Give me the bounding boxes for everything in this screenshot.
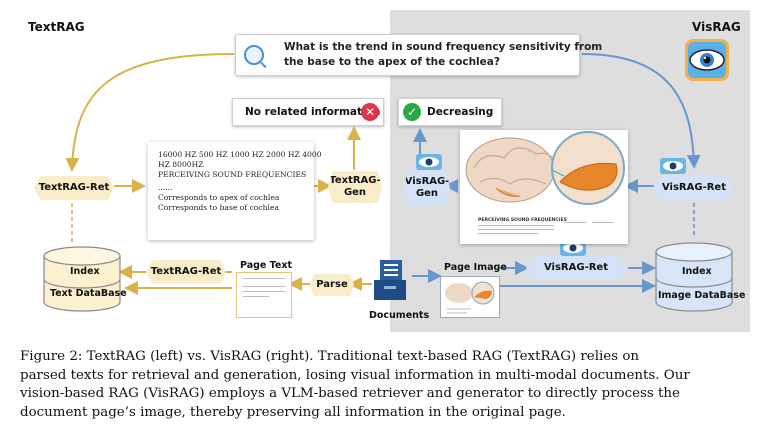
image-db-index-label: Index: [682, 266, 712, 277]
textrag-answer: No related information ✕: [232, 98, 384, 126]
brain-cochlea-image: PERCEIVING SOUND FREQUENCIES: [460, 130, 628, 244]
textrag-ret-label: TextRAG-Ret: [38, 182, 110, 193]
page-image-label: Page Image: [444, 262, 507, 273]
cross-icon: ✕: [361, 103, 379, 121]
documents-icon: [374, 260, 406, 300]
visrag-gen-module: VisRAG-Gen: [404, 171, 450, 205]
textrag-gen-label: TextRAG-Gen: [329, 175, 381, 198]
diagram: TextRAG VisRAG What is the trend in soun…: [20, 10, 750, 332]
question-to-textrag-ret: [65, 53, 235, 172]
textrag-ret-bottom-module: TextRAG-Ret: [146, 260, 226, 284]
parsed-line: ......: [158, 183, 173, 192]
parsed-line: Corresponds to base of cochlea: [158, 203, 279, 212]
documents-label: Documents: [369, 310, 430, 321]
parsed-text-box: 16000 HZ 500 HZ 1000 HZ 2000 HZ 4000 HZ …: [148, 142, 322, 240]
parsed-line: Corresponds to apex of cochlea: [158, 193, 280, 202]
visrag-ret-bottom-module: VisRAG-Ret: [526, 256, 626, 280]
figure-caption: Figure 2: TextRAG (left) vs. VisRAG (rig…: [20, 348, 750, 422]
parse-label: Parse: [316, 279, 348, 290]
visrag-ret-label: VisRAG-Ret: [661, 182, 726, 193]
caption-line: parsed texts for retrieval and generatio…: [20, 367, 690, 383]
question-to-visrag-ret: [581, 53, 701, 169]
caption-line: vision-based RAG (VisRAG) employs a VLM-…: [20, 386, 680, 401]
doc-heading: PERCEIVING SOUND FREQUENCIES: [478, 218, 567, 223]
eye-icon: [660, 158, 686, 174]
textrag-answer-text: No related information: [245, 106, 381, 118]
image-db-label: Image DataBase: [658, 290, 746, 301]
eye-icon: [560, 240, 586, 256]
page-text-label: Page Text: [238, 260, 294, 271]
check-icon: ✓: [403, 103, 421, 121]
query-box: What is the trend in sound frequency sen…: [235, 34, 603, 76]
parse-module: Parse: [310, 274, 354, 296]
parsed-line: HZ 8000HZ: [158, 160, 204, 169]
question-line-1: What is the trend in sound frequency sen…: [284, 41, 603, 53]
caption-line: Figure 2: TextRAG (left) vs. VisRAG (rig…: [20, 349, 640, 364]
magnifier-icon: [244, 45, 264, 65]
visrag-answer: ✓ Decreasing: [398, 98, 502, 126]
textrag-title: TextRAG: [28, 20, 85, 34]
visrag-gen-label: VisRAG-Gen: [404, 176, 450, 199]
image-database-icon: [655, 242, 733, 312]
parsed-line: 16000 HZ 500 HZ 1000 HZ 2000 HZ 4000: [158, 150, 322, 159]
text-db-label: Text DataBase: [50, 288, 127, 299]
textrag-ret-module: TextRAG-Ret: [34, 176, 114, 200]
page-text-doc: [236, 272, 292, 318]
textrag-gen-module: TextRAG-Gen: [328, 171, 382, 203]
page-image-thumbnail: [440, 276, 500, 318]
visrag-answer-text: Decreasing: [427, 106, 494, 118]
text-db-index-label: Index: [70, 266, 100, 277]
caption-line: document page’s image, thereby preservin…: [20, 404, 566, 420]
visrag-ret-module: VisRAG-Ret: [654, 176, 734, 200]
visrag-ret-bottom-label: VisRAG-Ret: [543, 262, 608, 273]
text-database-icon: [43, 246, 121, 312]
question-line-2: the base to the apex of the cochlea?: [284, 56, 500, 68]
parsed-line: PERCEIVING SOUND FREQUENCIES: [158, 170, 307, 179]
eye-icon: [416, 154, 442, 170]
visrag-title: VisRAG: [692, 20, 741, 34]
textrag-ret-bottom-label: TextRAG-Ret: [150, 266, 222, 277]
visrag-eye-logo: [685, 39, 729, 81]
